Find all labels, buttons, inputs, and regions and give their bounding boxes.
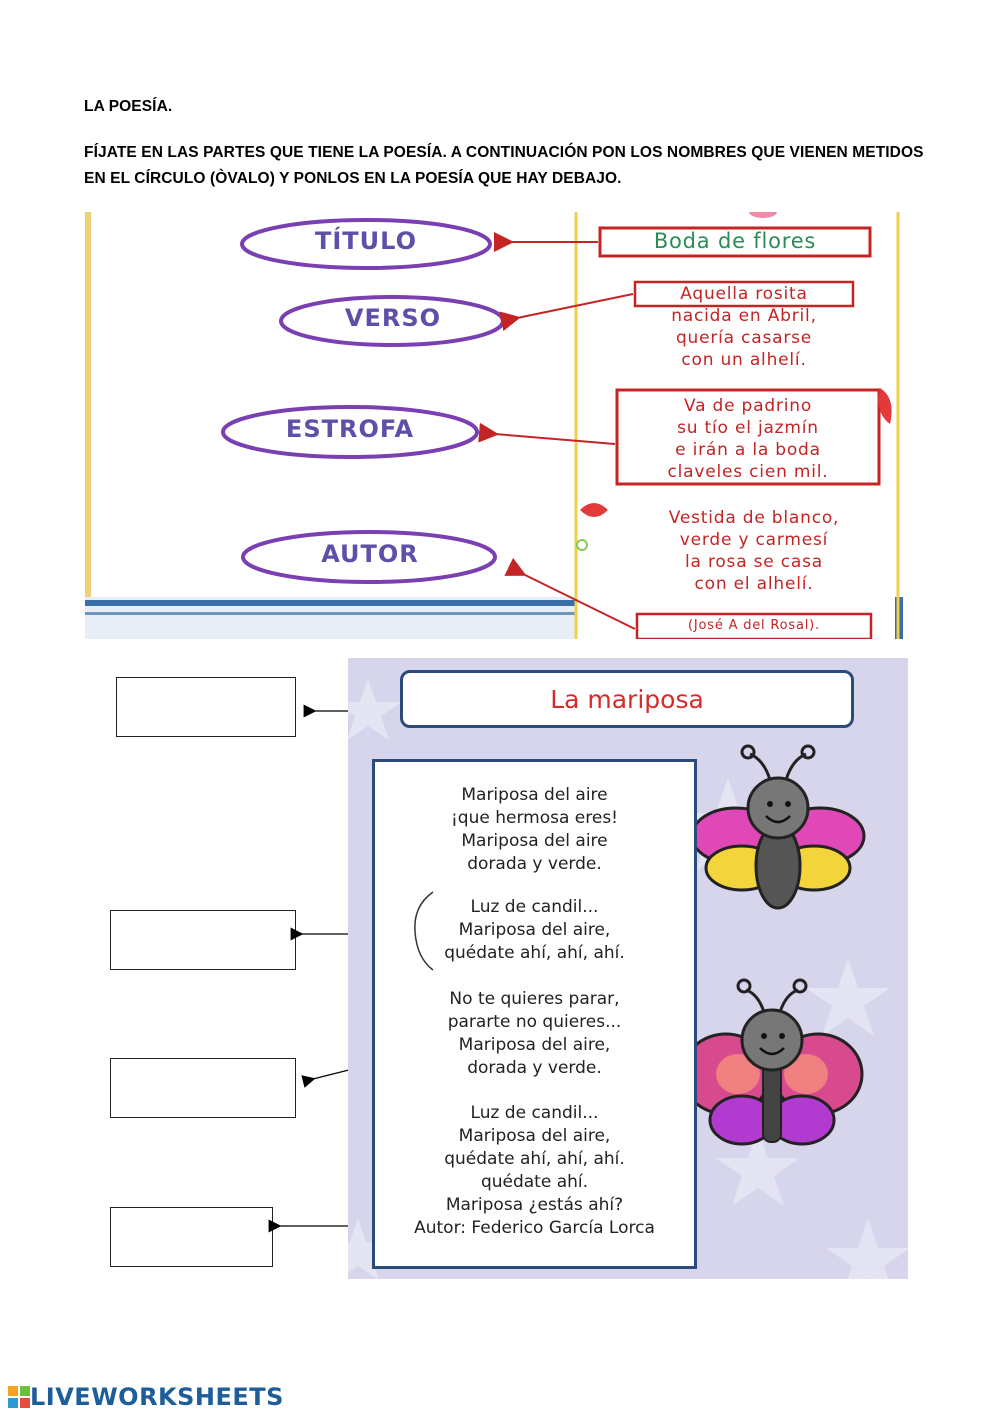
poem-image: La mariposa Mariposa del aire ¡que hermo… [348,658,908,1279]
box-title [598,226,872,258]
label-titulo: TÍTULO [315,227,417,255]
poem-title-box: La mariposa [400,670,854,728]
poem-title: La mariposa [550,684,704,714]
oval-estrofa [221,405,479,459]
answer-box-author[interactable] [110,1207,273,1267]
example-drawing [85,212,903,639]
answer-box-stanza[interactable] [110,910,296,970]
butterfly-top [690,744,866,910]
box-stanza [615,388,881,486]
answer-box-title[interactable] [116,677,296,737]
instructions: FÍJATE EN LAS PARTES QUE TIENE LA POESÍA… [84,144,924,187]
stanza-bracket [414,891,434,971]
oval-autor [241,530,497,584]
poem-stanza-1: Mariposa del aire ¡que hermosa eres! Mar… [450,785,618,874]
label-verso: VERSO [344,304,442,332]
poem-stanza-3: No te quieres parar, pararte no quieres.… [447,989,622,1078]
label-estrofa: ESTROFA [285,415,415,443]
label-autor: AUTOR [321,540,419,568]
box-author [635,612,873,639]
footer-brand: LIVEWORKSHEETS [30,1383,284,1411]
oval-titulo [240,218,492,270]
poem-stanza-4: Luz de candil... Mariposa del aire, quéd… [444,1103,625,1215]
answer-box-verse[interactable] [110,1058,296,1118]
example-author: (José A del Rosal). [688,618,820,633]
box-verse [633,280,855,308]
example-stanza-3: Vestida de blanco, verde y carmesí la ro… [668,508,840,594]
butterfly-bottom [680,978,864,1146]
footer-logo: LIVEWORKSHEETS [8,1380,284,1414]
example-image: TÍTULO VERSO ESTROFA AUTOR Boda de flore… [85,212,903,639]
example-stanza-1: Aquella rosita nacida en Abril, quería c… [671,284,817,370]
page-title: LA POESÍA. [84,98,173,115]
poem-background [348,678,908,1279]
example-stanza-2: Va de padrino su tío el jazmín e irán a … [667,396,829,482]
poem-stanza-2: Luz de candil... Mariposa del aire, quéd… [444,897,625,963]
poem-body: Mariposa del aire ¡que hermosa eres! Mar… [372,759,697,1269]
poem-author: Autor: Federico García Lorca [414,1218,655,1238]
example-poem-title: Boda de flores [653,229,817,253]
logo-icon [8,1386,30,1408]
